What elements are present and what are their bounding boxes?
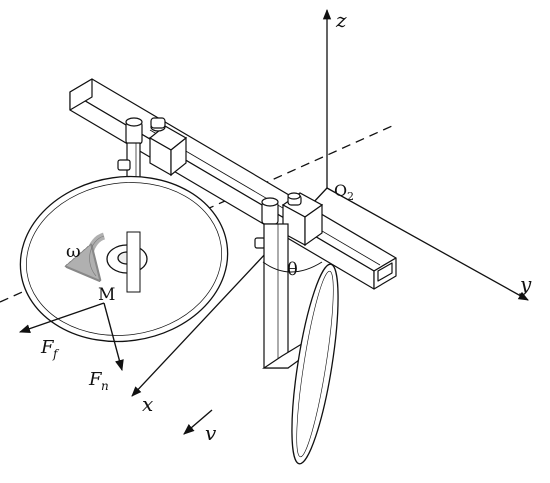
origin-subscript: 2 (347, 190, 354, 203)
theta-arc (262, 261, 323, 273)
y-axis-label: y (519, 272, 532, 296)
normal-force-label: F (88, 369, 103, 390)
velocity-label: v (205, 421, 217, 445)
normal-force-arrow (103, 302, 124, 372)
coulter-disc (291, 263, 339, 465)
friction-force-subscript: f (52, 347, 60, 361)
friction-force-arrow (18, 302, 105, 333)
normal-force-subscript: n (101, 379, 109, 393)
origin-label: O (334, 181, 347, 200)
cutting-disc (19, 175, 229, 343)
theta-label: θ (287, 259, 298, 280)
friction-force-label: F (40, 337, 55, 358)
velocity-arrow (183, 409, 213, 435)
omega-label: ω (66, 241, 81, 262)
point-m-label: M (98, 285, 115, 305)
y-axis-line (326, 187, 529, 301)
x-axis-label: x (142, 392, 153, 416)
force-vectors (18, 302, 213, 435)
z-axis-label: z (335, 8, 347, 32)
